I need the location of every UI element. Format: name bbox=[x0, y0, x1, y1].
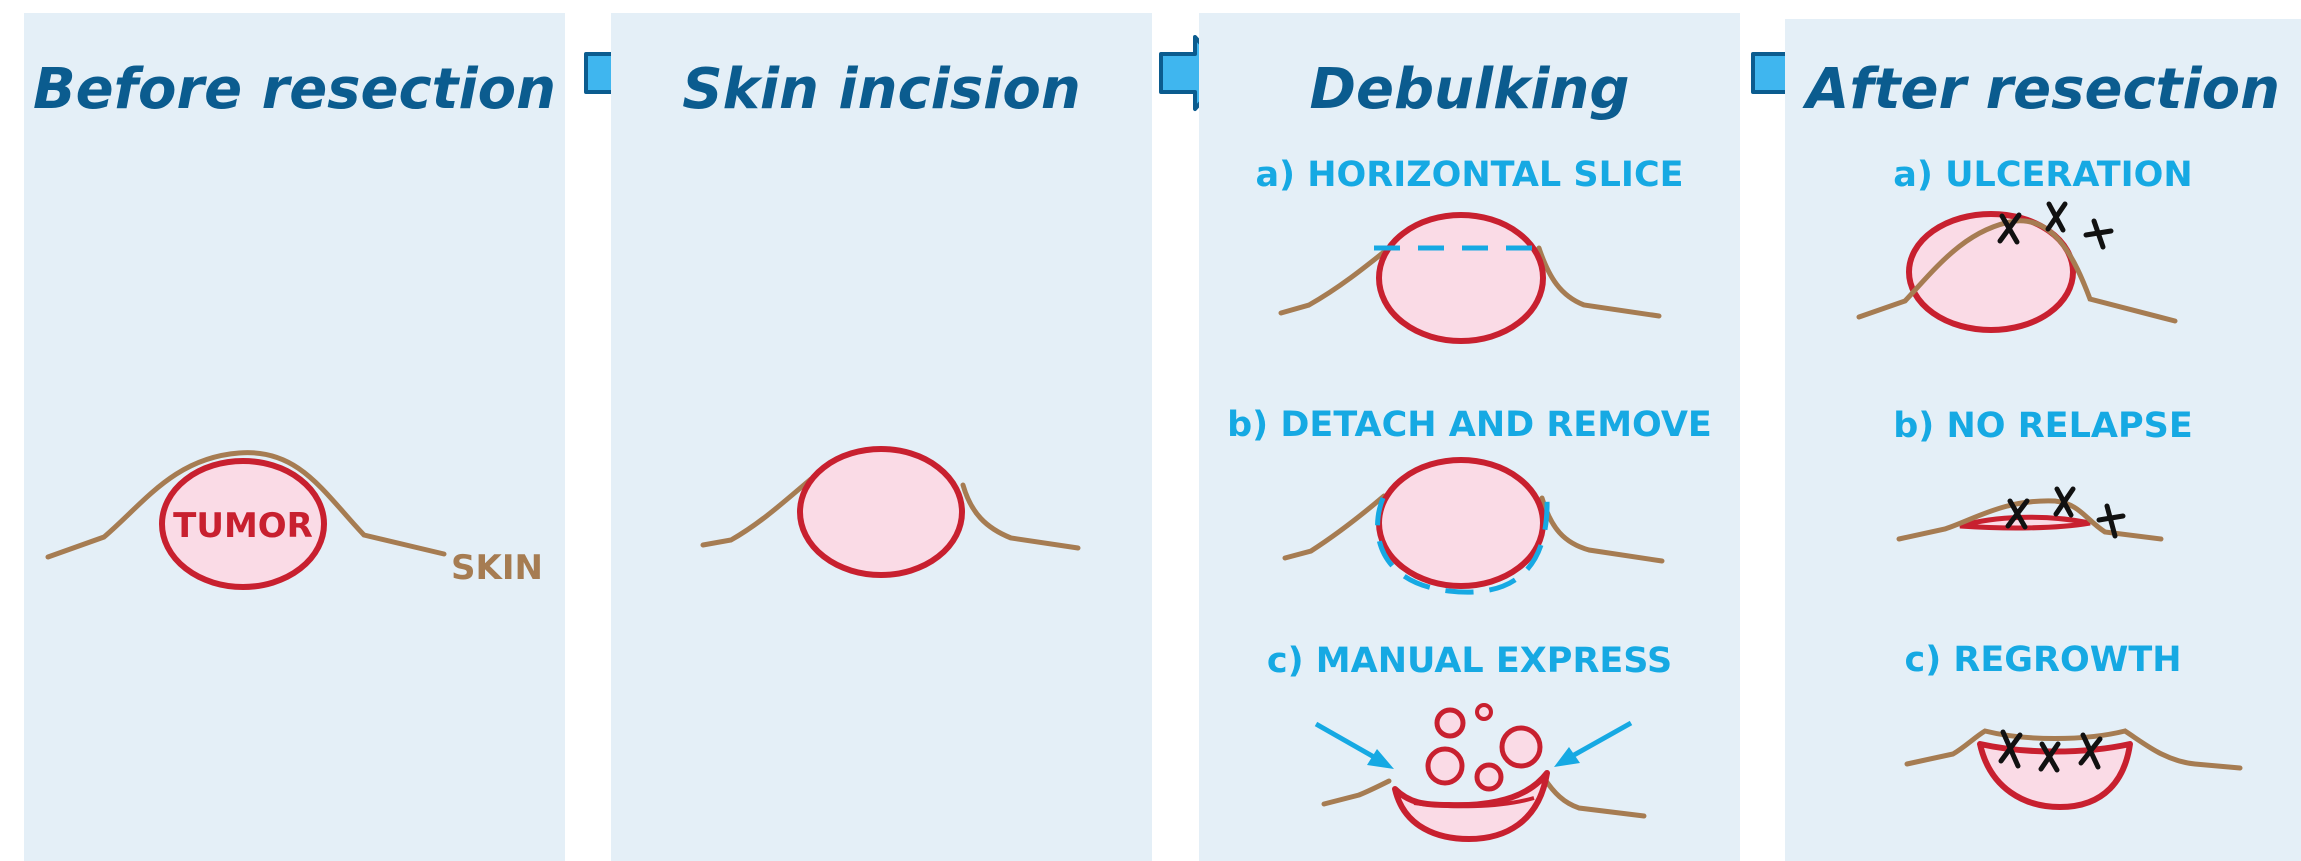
detach-remove-figure bbox=[1285, 460, 1662, 592]
skin-label: SKIN bbox=[451, 548, 543, 588]
arrowhead-icon bbox=[1554, 747, 1580, 767]
manual-express-figure bbox=[1316, 705, 1644, 839]
panel-debulking: Debulking a) HORIZONTAL SLICE b) DETACH … bbox=[1199, 13, 1740, 861]
no-relapse-figure bbox=[1899, 489, 2161, 539]
horizontal-slice-figure bbox=[1281, 215, 1659, 341]
suture-marks bbox=[2008, 489, 2123, 536]
skin-incision-illustration bbox=[611, 13, 1152, 861]
panel-after-resection: After resection a) ULCERATION b) NO RELA… bbox=[1785, 19, 2301, 861]
panel-skin-incision: Skin incision bbox=[611, 13, 1152, 861]
tumor bbox=[1379, 215, 1543, 341]
tumor-label: TUMOR bbox=[173, 506, 313, 546]
regrowth-figure bbox=[1907, 731, 2240, 807]
tumor bbox=[800, 449, 962, 575]
before-resection-illustration: TUMOR SKIN bbox=[24, 13, 565, 861]
after-resection-illustration bbox=[1785, 19, 2301, 861]
ulceration-figure bbox=[1859, 204, 2175, 330]
fragment bbox=[1502, 728, 1540, 766]
debulking-illustration bbox=[1199, 13, 1740, 861]
tumor-regrowth bbox=[1980, 744, 2130, 807]
arrowhead-icon bbox=[1367, 749, 1394, 769]
panel-before-resection: Before resection TUMOR SKIN bbox=[24, 13, 565, 861]
fragment bbox=[1428, 749, 1462, 783]
fragment bbox=[1477, 705, 1491, 719]
skin-right bbox=[963, 485, 1078, 548]
fragment bbox=[1437, 710, 1463, 736]
fragment bbox=[1477, 765, 1501, 789]
push-arrow-left bbox=[1316, 724, 1374, 757]
skin-left bbox=[703, 479, 811, 545]
tumor bbox=[1379, 460, 1543, 586]
push-arrow-right bbox=[1574, 723, 1631, 755]
